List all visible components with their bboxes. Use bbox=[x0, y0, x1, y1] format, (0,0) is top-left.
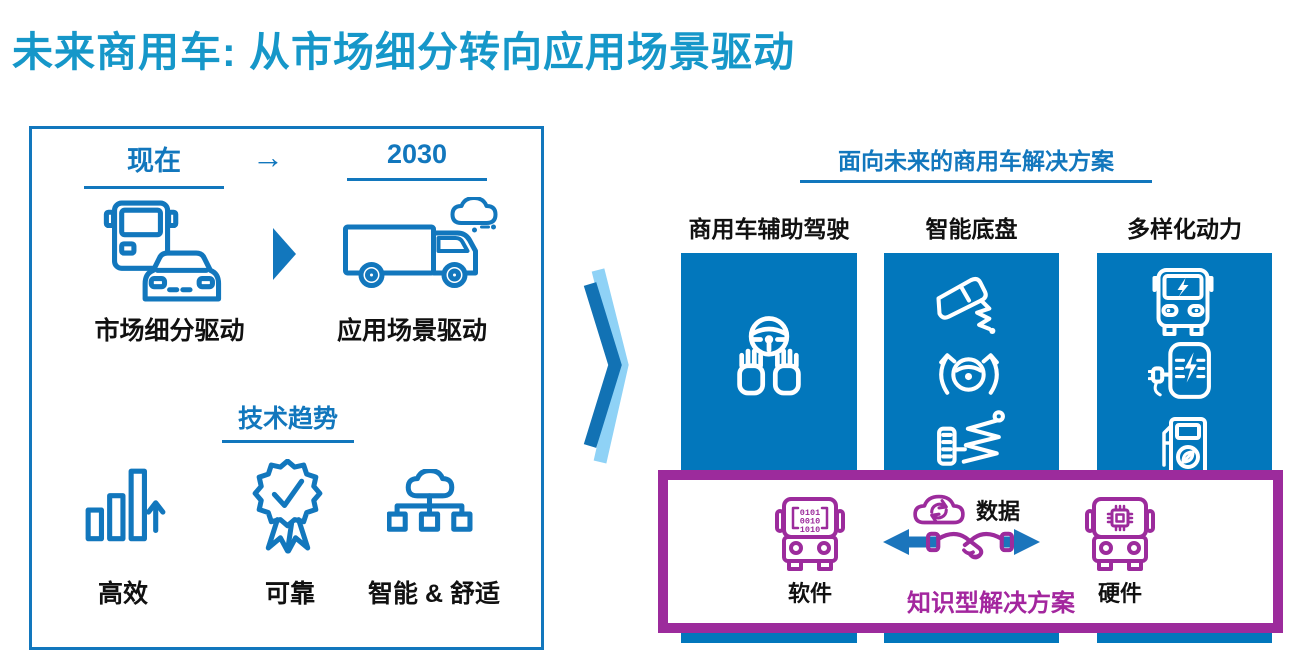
hardware-truck-icon bbox=[1084, 494, 1156, 574]
knowledge-solution-caption: 知识型解决方案 bbox=[907, 590, 1075, 617]
charging-station-icon bbox=[1148, 340, 1215, 403]
now-label: 现在 bbox=[84, 139, 224, 189]
trend-label-reliability: 可靠 bbox=[264, 580, 315, 608]
chevron-transition-icon bbox=[583, 263, 629, 469]
trend-label-smart-comfort: 智能 & 舒适 bbox=[368, 580, 500, 608]
efficiency-bars-icon bbox=[84, 465, 166, 553]
page-title: 未来商用车: 从市场细分转向应用场景驱动 bbox=[12, 29, 796, 75]
column-header-smart-chassis: 智能底盘 bbox=[925, 216, 1018, 242]
quality-badge-icon bbox=[240, 459, 336, 555]
data-cloud-sync-icon bbox=[912, 490, 966, 528]
current-vs-2030-box: 现在 → 2030 bbox=[29, 126, 544, 650]
cloud-network-icon bbox=[387, 469, 473, 551]
hands-free-steering-icon bbox=[727, 313, 811, 408]
column-header-diverse-power: 多样化动力 bbox=[1127, 216, 1242, 242]
column-header-assisted-driving: 商用车辅助驾驶 bbox=[688, 216, 850, 242]
binary-line-3: 1010 bbox=[800, 525, 820, 535]
right-arrow-glyph: → bbox=[252, 139, 284, 175]
solutions-title: 面向未来的商用车解决方案 bbox=[800, 142, 1152, 183]
software-truck-icon: 0101 0010 1010 bbox=[774, 494, 846, 574]
handshake-icon bbox=[926, 516, 1014, 572]
electric-bus-icon bbox=[1150, 266, 1216, 336]
connected-truck-cloud-icon bbox=[340, 197, 508, 305]
suspension-icon bbox=[935, 408, 1007, 470]
data-label: 数据 bbox=[975, 499, 1020, 524]
future-caption: 应用场景驱动 bbox=[336, 317, 487, 345]
software-label: 软件 bbox=[787, 581, 832, 606]
trend-label-efficiency: 高效 bbox=[97, 580, 148, 608]
bus-and-car-icon bbox=[100, 199, 228, 303]
tech-trends-title: 技术趋势 bbox=[222, 399, 354, 443]
binary-line-1: 0101 bbox=[800, 508, 820, 518]
steering-assist-icon bbox=[925, 348, 1013, 401]
year-2030-label: 2030 bbox=[347, 139, 487, 181]
hardware-label: 硬件 bbox=[1097, 581, 1142, 606]
binary-line-2: 0010 bbox=[800, 517, 820, 527]
play-triangle-icon bbox=[273, 228, 296, 281]
now-caption: 市场细分驱动 bbox=[94, 317, 245, 345]
brake-pedal-icon bbox=[930, 272, 1012, 336]
knowledge-solution-box: 0101 0010 1010 软件 数据 bbox=[658, 470, 1283, 633]
